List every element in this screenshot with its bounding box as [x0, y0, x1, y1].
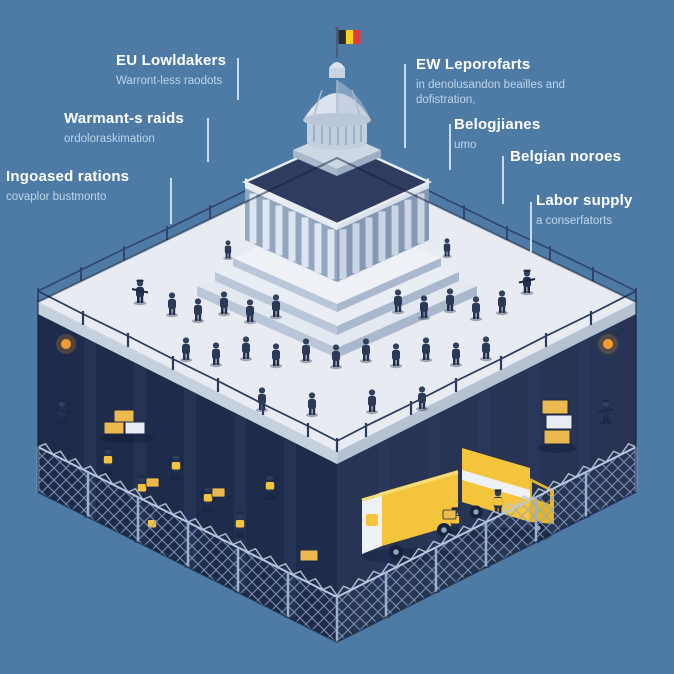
van-roof-edge	[361, 470, 459, 502]
block-outline	[37, 156, 637, 644]
plaza-rope-fence-front	[37, 290, 637, 452]
leader-line	[449, 124, 451, 170]
callout-subtitle: in denolusandon beailles and dofistratio…	[416, 78, 565, 106]
floor-crate	[299, 549, 319, 562]
van-stripe	[462, 470, 530, 500]
callout-subtitle: a conserfatorts	[536, 214, 613, 227]
crate-stack-left	[98, 409, 154, 443]
callout-title: Belgian noroes	[510, 148, 622, 165]
callout-title: Ingoased rations	[6, 168, 130, 185]
dome-base-left	[293, 150, 337, 176]
callout-increased-rations: Ingoased rations covaplor bustmonto	[6, 168, 166, 205]
leader-line	[207, 118, 209, 162]
capitol-building	[197, 26, 477, 358]
callout-title: EW Leporofarts	[416, 56, 531, 73]
callout-subtitle: umo	[454, 138, 477, 151]
columns-left	[249, 193, 335, 280]
callout-title: Warmant-s raids	[64, 110, 184, 127]
carried-crate	[211, 487, 226, 498]
columns-right	[339, 193, 425, 280]
security-light-left	[49, 327, 76, 354]
leader-line	[530, 202, 532, 256]
cupola	[329, 62, 345, 78]
callout-eu-reports: EW Leporofarts in denolusandon beailles …	[416, 56, 581, 108]
leader-line	[502, 156, 504, 204]
belgian-flag	[335, 26, 361, 58]
security-light-right	[598, 327, 625, 354]
step-1-edge-left	[197, 286, 337, 358]
callout-eu-lawmakers: EU Lowldakers Warront-less raodots	[116, 52, 234, 89]
carried-crate	[145, 477, 160, 488]
leader-line	[237, 58, 239, 100]
van-logo	[366, 514, 378, 526]
dome-base-right	[337, 150, 381, 176]
chainlink-fence-left	[36, 442, 339, 642]
callout-warrant-raids: Warmant-s raids ordoloraskimation	[64, 110, 204, 147]
callout-belgian-norms: Belgian noroes	[510, 148, 660, 167]
callout-title: Belogjianes	[454, 116, 541, 133]
worker-crew	[53, 399, 615, 539]
barbed-wire-left	[37, 442, 339, 598]
callout-subtitle: Warront-less raodots	[116, 74, 223, 87]
step-1-edge-right	[337, 286, 477, 358]
carried-crate	[442, 509, 457, 520]
callout-title: EU Lowldakers	[116, 52, 227, 69]
callout-title: Labor supply	[536, 192, 633, 209]
leader-line	[404, 64, 406, 148]
step-3-edge-right	[337, 258, 441, 312]
crate-stack-right	[537, 399, 577, 453]
callout-belgians: Belogjianes umo	[454, 116, 574, 153]
callout-subtitle: covaplor bustmonto	[6, 190, 107, 203]
plaza-slab-edge-left	[38, 302, 337, 464]
step-3-edge-left	[233, 258, 337, 312]
callout-subtitle: ordoloraskimation	[64, 132, 155, 145]
leader-line	[170, 178, 172, 224]
callout-labor-supply: Labor supply a conserfatorts	[536, 192, 666, 229]
chainlink-fence-right	[335, 442, 638, 642]
plaza-slab-edge-right	[337, 302, 636, 464]
barbed-wire-right	[335, 442, 637, 598]
dome	[303, 80, 371, 127]
